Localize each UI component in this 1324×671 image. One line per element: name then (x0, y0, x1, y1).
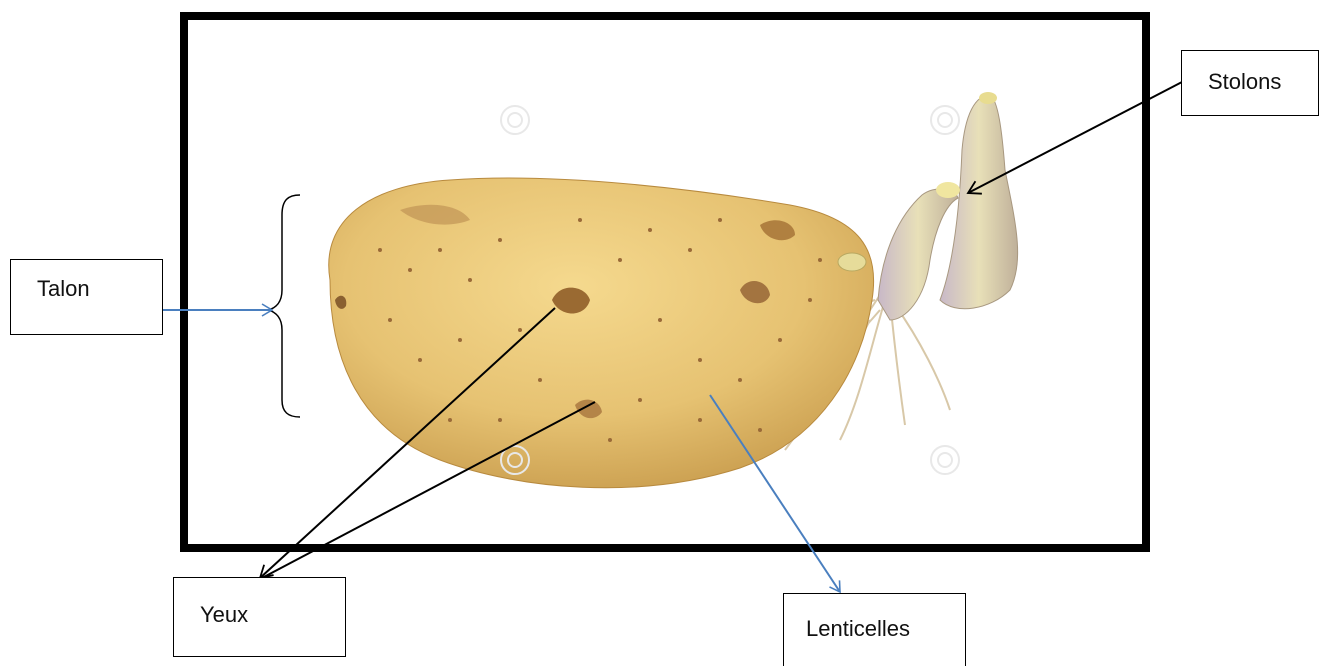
stolons-label: Stolons (1208, 69, 1281, 94)
sprout-tip-right (979, 92, 997, 104)
yeux-label: Yeux (200, 602, 248, 627)
talon-label-box: Talon (10, 259, 163, 335)
lenticelles-label-box: Lenticelles (783, 593, 966, 666)
sprout-tip-left (936, 182, 960, 198)
yeux-label-box: Yeux (173, 577, 346, 657)
stolons-label-box: Stolons (1181, 50, 1319, 116)
small-bud (838, 253, 866, 271)
lenticelles-label: Lenticelles (806, 616, 910, 641)
talon-label: Talon (37, 276, 90, 301)
